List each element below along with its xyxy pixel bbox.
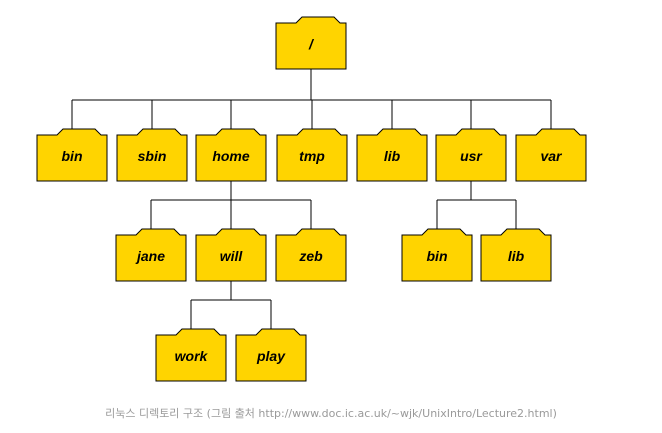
folder-icon bbox=[515, 128, 587, 182]
folder-node-root: / bbox=[275, 16, 347, 70]
folder-label-bin: bin bbox=[62, 148, 83, 164]
folder-icon bbox=[36, 128, 108, 182]
folder-icon bbox=[115, 228, 187, 282]
folder-icon bbox=[235, 328, 307, 382]
folder-icon bbox=[401, 228, 473, 282]
folder-icon bbox=[356, 128, 428, 182]
folder-icon bbox=[275, 228, 347, 282]
folder-label-var: var bbox=[540, 148, 563, 164]
folder-label-root: / bbox=[308, 36, 315, 52]
folder-label-usr-lib: lib bbox=[508, 248, 525, 264]
folder-icon bbox=[275, 16, 347, 70]
folder-node-play: play bbox=[235, 328, 307, 382]
folder-node-tmp: tmp bbox=[276, 128, 348, 182]
folder-node-var: var bbox=[515, 128, 587, 182]
tree-nodes: / bin sbin home tmp lib usr var jane will zeb bin li… bbox=[36, 16, 587, 382]
folder-label-tmp: tmp bbox=[299, 148, 325, 164]
folder-label-usr-bin: bin bbox=[427, 248, 448, 264]
folder-node-usr-bin: bin bbox=[401, 228, 473, 282]
folder-icon bbox=[116, 128, 188, 182]
folder-label-sbin: sbin bbox=[138, 148, 167, 164]
folder-icon bbox=[155, 328, 227, 382]
folder-node-bin: bin bbox=[36, 128, 108, 182]
folder-label-lib: lib bbox=[384, 148, 401, 164]
folder-node-zeb: zeb bbox=[275, 228, 347, 282]
folder-label-work: work bbox=[175, 348, 209, 364]
folder-node-home: home bbox=[195, 128, 267, 182]
folder-icon bbox=[195, 228, 267, 282]
folder-icon bbox=[480, 228, 552, 282]
folder-label-play: play bbox=[256, 348, 286, 364]
folder-label-zeb: zeb bbox=[298, 248, 323, 264]
figure-caption: 리눅스 디렉토리 구조 (그림 출처 http://www.doc.ic.ac.… bbox=[105, 407, 557, 420]
folder-icon bbox=[195, 128, 267, 182]
folder-node-work: work bbox=[155, 328, 227, 382]
folder-node-sbin: sbin bbox=[116, 128, 188, 182]
folder-icon bbox=[435, 128, 507, 182]
folder-label-jane: jane bbox=[135, 248, 165, 264]
folder-label-home: home bbox=[212, 148, 250, 164]
folder-node-usr-lib: lib bbox=[480, 228, 552, 282]
folder-node-will: will bbox=[195, 228, 267, 282]
folder-node-lib: lib bbox=[356, 128, 428, 182]
tree-connectors bbox=[71, 69, 552, 335]
folder-label-usr: usr bbox=[460, 148, 483, 164]
folder-label-will: will bbox=[220, 248, 244, 264]
folder-node-jane: jane bbox=[115, 228, 187, 282]
folder-icon bbox=[276, 128, 348, 182]
folder-node-usr: usr bbox=[435, 128, 507, 182]
